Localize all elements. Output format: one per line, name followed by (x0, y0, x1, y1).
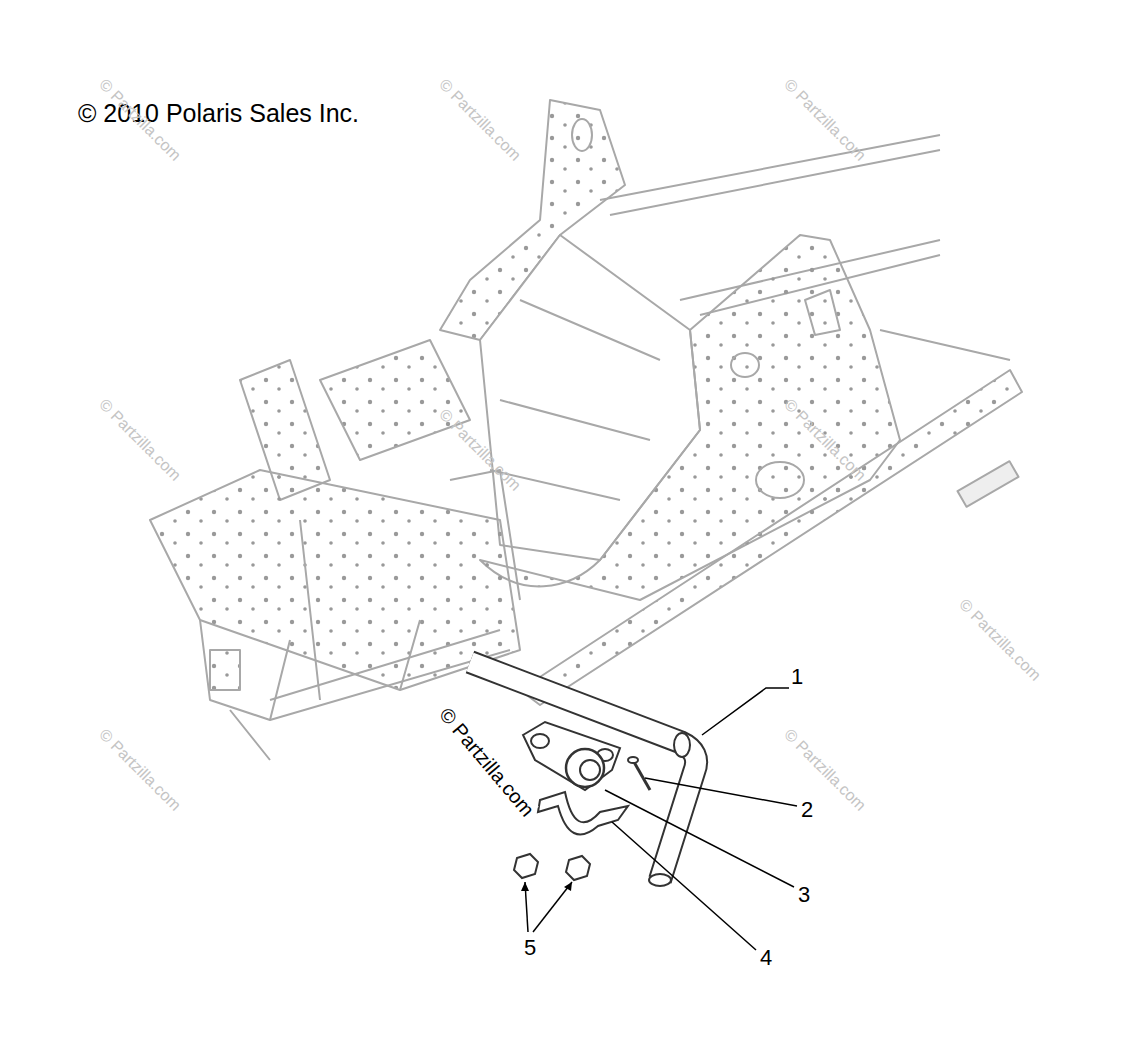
callout-number: 4 (760, 946, 772, 970)
watermark: © Partzilla.com (436, 76, 525, 165)
watermark: © Partzilla.com (96, 396, 185, 485)
callout-number: 5 (524, 936, 536, 960)
watermark: © Partzilla.com (781, 726, 870, 815)
callout-number: 3 (798, 883, 810, 907)
watermark: © Partzilla.com (956, 596, 1045, 685)
watermark: © Partzilla.com (96, 726, 185, 815)
callout-number: 1 (791, 665, 803, 689)
callout-number: 2 (801, 798, 813, 822)
watermark: © Partzilla.com (781, 76, 870, 165)
watermark: © Partzilla.com (435, 703, 538, 820)
